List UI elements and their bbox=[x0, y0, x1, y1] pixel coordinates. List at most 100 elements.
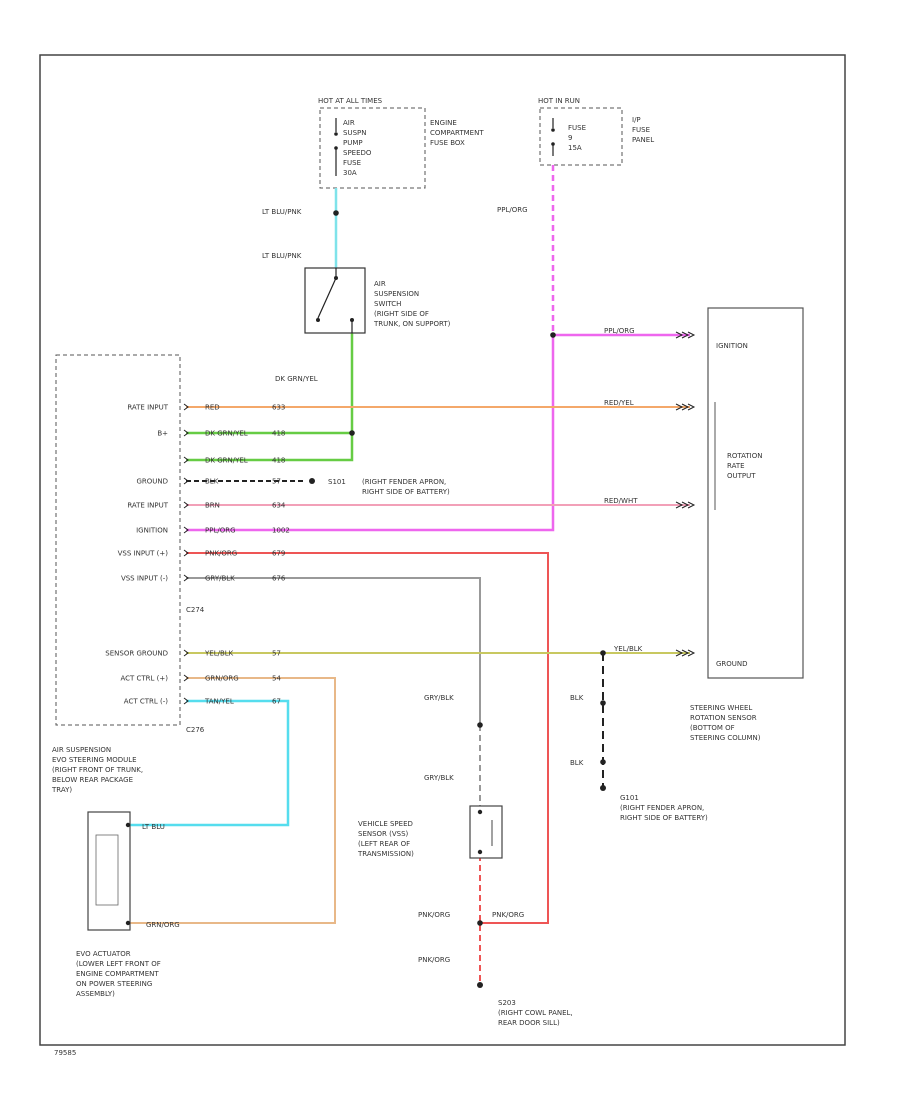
air-suspension-switch bbox=[304, 267, 366, 334]
splice-s203-location-line-1: REAR DOOR SILL) bbox=[498, 1019, 560, 1027]
sensor-pin-ignition: IGNITION bbox=[716, 342, 748, 350]
wire-label-ppl-org-fuse: PPL/ORG bbox=[497, 206, 528, 214]
module-pin-6 bbox=[183, 549, 189, 557]
wire-label-lt-blu: LT BLU bbox=[142, 823, 165, 831]
vehicle-speed-sensor bbox=[469, 805, 503, 859]
ground-splice-s101 bbox=[309, 478, 315, 484]
module-label-line-1: EVO STEERING MODULE bbox=[52, 756, 137, 764]
module-pin-wire-3: BLK bbox=[205, 478, 219, 486]
module-pin-0 bbox=[183, 403, 189, 411]
sensor-connector-2 bbox=[675, 501, 696, 509]
connector-c276: C276 bbox=[186, 726, 205, 734]
splice-s203 bbox=[477, 982, 483, 988]
module-pin-wire-0: RED bbox=[205, 404, 220, 412]
module-label-line-4: TRAY) bbox=[51, 786, 72, 794]
wire-pnk-org bbox=[186, 552, 549, 924]
fuse-left-line-1: SUSPN bbox=[343, 129, 366, 137]
diagram-frame bbox=[39, 54, 846, 1046]
sensor-connector-1 bbox=[675, 403, 696, 411]
fuse-left-line-0: AIR bbox=[343, 119, 355, 127]
module-pin-9 bbox=[183, 674, 189, 682]
module-pin-label-10: ACT CTRL (-) bbox=[124, 698, 168, 706]
ground-g101-location-line-1: RIGHT SIDE OF BATTERY) bbox=[620, 814, 708, 822]
sensor-label-line-0: STEERING WHEEL bbox=[690, 704, 752, 712]
module-pin-circuit-2: 418 bbox=[272, 457, 285, 465]
fuse-left-location-line-2: FUSE BOX bbox=[430, 139, 465, 147]
module-pin-10 bbox=[183, 697, 189, 705]
module-pin-label-4: RATE INPUT bbox=[127, 502, 168, 510]
actuator-label-line-3: ON POWER STEERING bbox=[76, 980, 152, 988]
fuse-box-left: HOT AT ALL TIMES AIRSUSPNPUMPSPEEDOFUSE3… bbox=[318, 97, 484, 189]
vss-label-line-1: SENSOR (VSS) bbox=[358, 830, 409, 838]
module-pin-label-3: GROUND bbox=[136, 478, 168, 486]
actuator-label-line-1: (LOWER LEFT FRONT OF bbox=[76, 960, 161, 968]
fuse-right-location-line-2: PANEL bbox=[632, 136, 654, 144]
wire-label-yel-blk-sensor: YEL/BLK bbox=[613, 645, 643, 653]
module-pin-label-8: SENSOR GROUND bbox=[105, 650, 168, 658]
wire-label-grn-org: GRN/ORG bbox=[146, 921, 180, 929]
module-pin-circuit-0: 633 bbox=[272, 404, 285, 412]
module-pin-circuit-4: 634 bbox=[272, 502, 286, 510]
wire-label-dk-grn-yel: DK GRN/YEL bbox=[275, 375, 318, 383]
module-pin-wire-8: YEL/BLK bbox=[204, 650, 234, 658]
switch-label-line-2: SWITCH bbox=[374, 300, 401, 308]
module-pin-circuit-6: 679 bbox=[272, 550, 285, 558]
actuator-label-line-4: ASSEMBLY) bbox=[76, 990, 115, 998]
module-pin-wire-4: BRN bbox=[205, 502, 220, 510]
module-pin-circuit-7: 676 bbox=[272, 575, 286, 583]
splice-s203-label: S203 bbox=[498, 999, 516, 1007]
wire-dk-grn-yel-1 bbox=[186, 328, 354, 462]
ground-g101-location-line-0: (RIGHT FENDER APRON, bbox=[620, 804, 704, 812]
fuse-right-location-line-0: I/P bbox=[632, 116, 641, 124]
sensor-connector-0 bbox=[675, 331, 696, 339]
module-label-line-0: AIR SUSPENSION bbox=[52, 746, 111, 754]
fuse-right-line-0: FUSE bbox=[568, 124, 586, 132]
fuse-right-header: HOT IN RUN bbox=[538, 97, 580, 105]
wire-label-lt-blu-pnk-2: LT BLU/PNK bbox=[262, 252, 302, 260]
module-pin-label-0: RATE INPUT bbox=[127, 404, 168, 412]
wire-label-blk-2: BLK bbox=[570, 759, 584, 767]
fuse-right-location-line-1: FUSE bbox=[632, 126, 650, 134]
switch-label-line-0: AIR bbox=[374, 280, 386, 288]
module-pin-circuit-3: 57 bbox=[272, 478, 281, 486]
sensor-label-line-3: STEERING COLUMN) bbox=[690, 734, 761, 742]
module-pin-label-5: IGNITION bbox=[136, 527, 168, 535]
wire-label-ppl-org-sensor: PPL/ORG bbox=[604, 327, 635, 335]
wire-label-red-yel: RED/YEL bbox=[604, 399, 634, 407]
module-pin-circuit-9: 54 bbox=[272, 675, 281, 683]
module-pin-4 bbox=[183, 501, 189, 509]
ground-splice-location-line-0: (RIGHT FENDER APRON, bbox=[362, 478, 446, 486]
sensor-label: STEERING WHEEL ROTATION SENSOR (BOTTOM OF S… bbox=[690, 704, 761, 742]
ground-g101-label: G101 bbox=[620, 794, 639, 802]
fuse-left-header: HOT AT ALL TIMES bbox=[318, 97, 383, 105]
sensor-pin-rotation-rate: ROTATION RATE OUTPUT bbox=[727, 452, 762, 480]
sensor-rr-line-1: RATE bbox=[727, 462, 745, 470]
connector-c274: C274 bbox=[186, 606, 205, 614]
module-pin-1 bbox=[183, 429, 189, 437]
switch-label-line-1: SUSPENSION bbox=[374, 290, 419, 298]
ground-g101 bbox=[600, 785, 606, 791]
module-pin-label-7: VSS INPUT (-) bbox=[121, 575, 168, 583]
module-pin-circuit-1: 418 bbox=[272, 430, 285, 438]
module-pin-wire-9: GRN/ORG bbox=[205, 675, 239, 683]
sensor-rr-line-0: ROTATION bbox=[727, 452, 762, 460]
module-pin-circuit-5: 1002 bbox=[272, 527, 290, 535]
figure-id: 79585 bbox=[54, 1049, 76, 1057]
wire-gry-blk bbox=[186, 577, 481, 725]
module-pin-circuit-8: 57 bbox=[272, 650, 281, 658]
module-pin-label-9: ACT CTRL (+) bbox=[120, 675, 168, 683]
wire-label-gry-blk-1: GRY/BLK bbox=[424, 694, 454, 702]
wire-ppl-org bbox=[186, 335, 555, 532]
sensor-label-line-1: ROTATION SENSOR bbox=[690, 714, 757, 722]
sensor-label-line-2: (BOTTOM OF bbox=[690, 724, 735, 732]
sensor-rr-line-2: OUTPUT bbox=[727, 472, 756, 480]
